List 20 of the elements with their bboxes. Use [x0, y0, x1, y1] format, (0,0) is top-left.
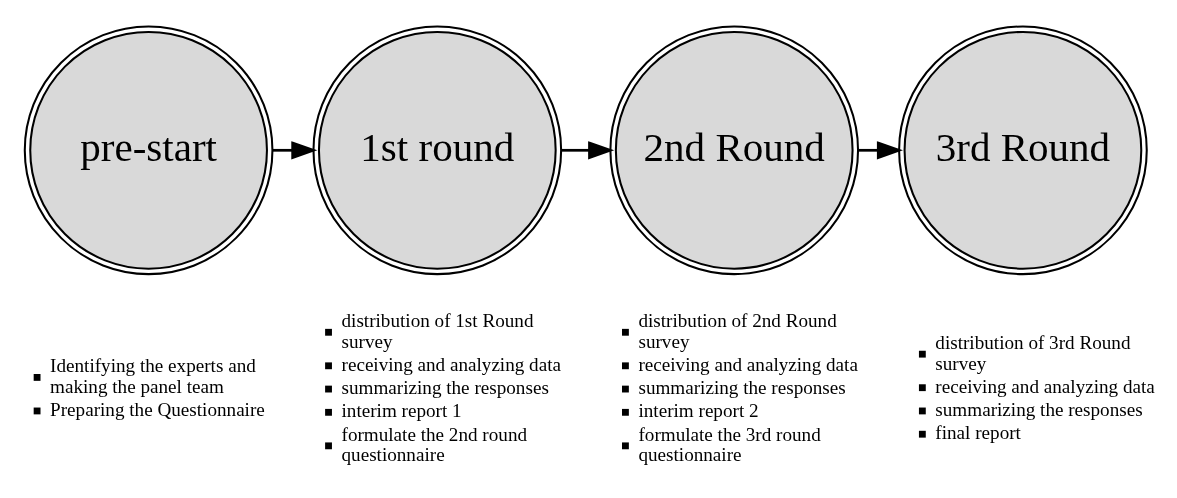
node-label: interim report 1 [341, 399, 462, 421]
node-label: summarizing the responses [341, 376, 549, 398]
node-circle: 2nd Round [609, 24, 860, 275]
node-circle: 1st round [312, 24, 563, 275]
node-label: final report [935, 421, 1021, 443]
node-label: receiving and analyzing data [638, 353, 858, 375]
node-label: Preparing the Questionnaire [50, 398, 265, 420]
node-circle: 3rd Round [898, 24, 1148, 275]
node-label: formulate the 3rd round questionnaire [638, 423, 821, 465]
node-label: receiving and analyzing data [935, 375, 1155, 397]
arrow [272, 140, 318, 159]
arrow [561, 140, 615, 159]
node-label: Identifying the experts and making the panel team [50, 354, 256, 397]
node-circle: pre-start [23, 24, 274, 275]
node-label: summarizing the responses [935, 398, 1143, 420]
node-label: formulate the 2nd round questionnaire [341, 423, 528, 465]
arrow [858, 140, 903, 159]
node-label: summarizing the responses [638, 376, 846, 398]
node-label: receiving and analyzing data [341, 353, 562, 375]
node-label: interim report 2 [638, 399, 759, 421]
